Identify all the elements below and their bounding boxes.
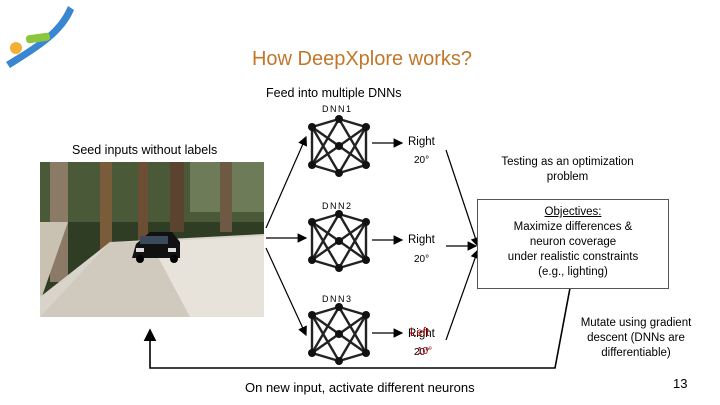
dnn2-network-icon [308, 210, 370, 272]
dnn3-network-icon [308, 303, 370, 365]
testing-label: Testing as an optimization problem [501, 156, 634, 183]
dnn3-output-direction: Right [408, 328, 435, 340]
page-number: 13 [673, 376, 688, 391]
dnn3-output-angle-overlay: 10° [417, 346, 433, 357]
objectives-line-4: (e.g., lighting) [538, 265, 608, 278]
feed-label: Feed into multiple DNNs [266, 86, 402, 100]
seed-input-image [40, 162, 264, 317]
objectives-box: Objectives: Maximize differences & neuro… [477, 199, 669, 289]
objectives-heading: Objectives: [544, 206, 602, 218]
dnn1-output-angle: 20° [414, 155, 430, 166]
dnn1-label: DNN1 [322, 104, 353, 114]
mutate-label: Mutate using gradient descent (DNNs are … [580, 317, 692, 359]
dnn3-label: DNN3 [322, 294, 353, 304]
logo-icon [6, 6, 74, 68]
objectives-line-3: under realistic constraints [507, 250, 639, 263]
dnn2-output-angle: 20° [414, 254, 430, 265]
bottom-caption: On new input, activate different neurons [245, 380, 475, 395]
objectives-line-1: Maximize differences & [513, 220, 633, 233]
dnn3-output-direction-overlay: Left [410, 327, 430, 339]
seed-label: Seed inputs without labels [72, 143, 218, 157]
page-title: How DeepXplore works? [251, 48, 473, 70]
dnn2-output-direction: Right [408, 234, 435, 246]
dnn1-output-direction: Right [408, 136, 435, 148]
objectives-line-2: neuron coverage [529, 235, 617, 248]
dnn1-network-icon [308, 115, 370, 177]
dnn2-label: DNN2 [322, 201, 353, 211]
dnn3-output-angle: 20° [414, 347, 430, 358]
